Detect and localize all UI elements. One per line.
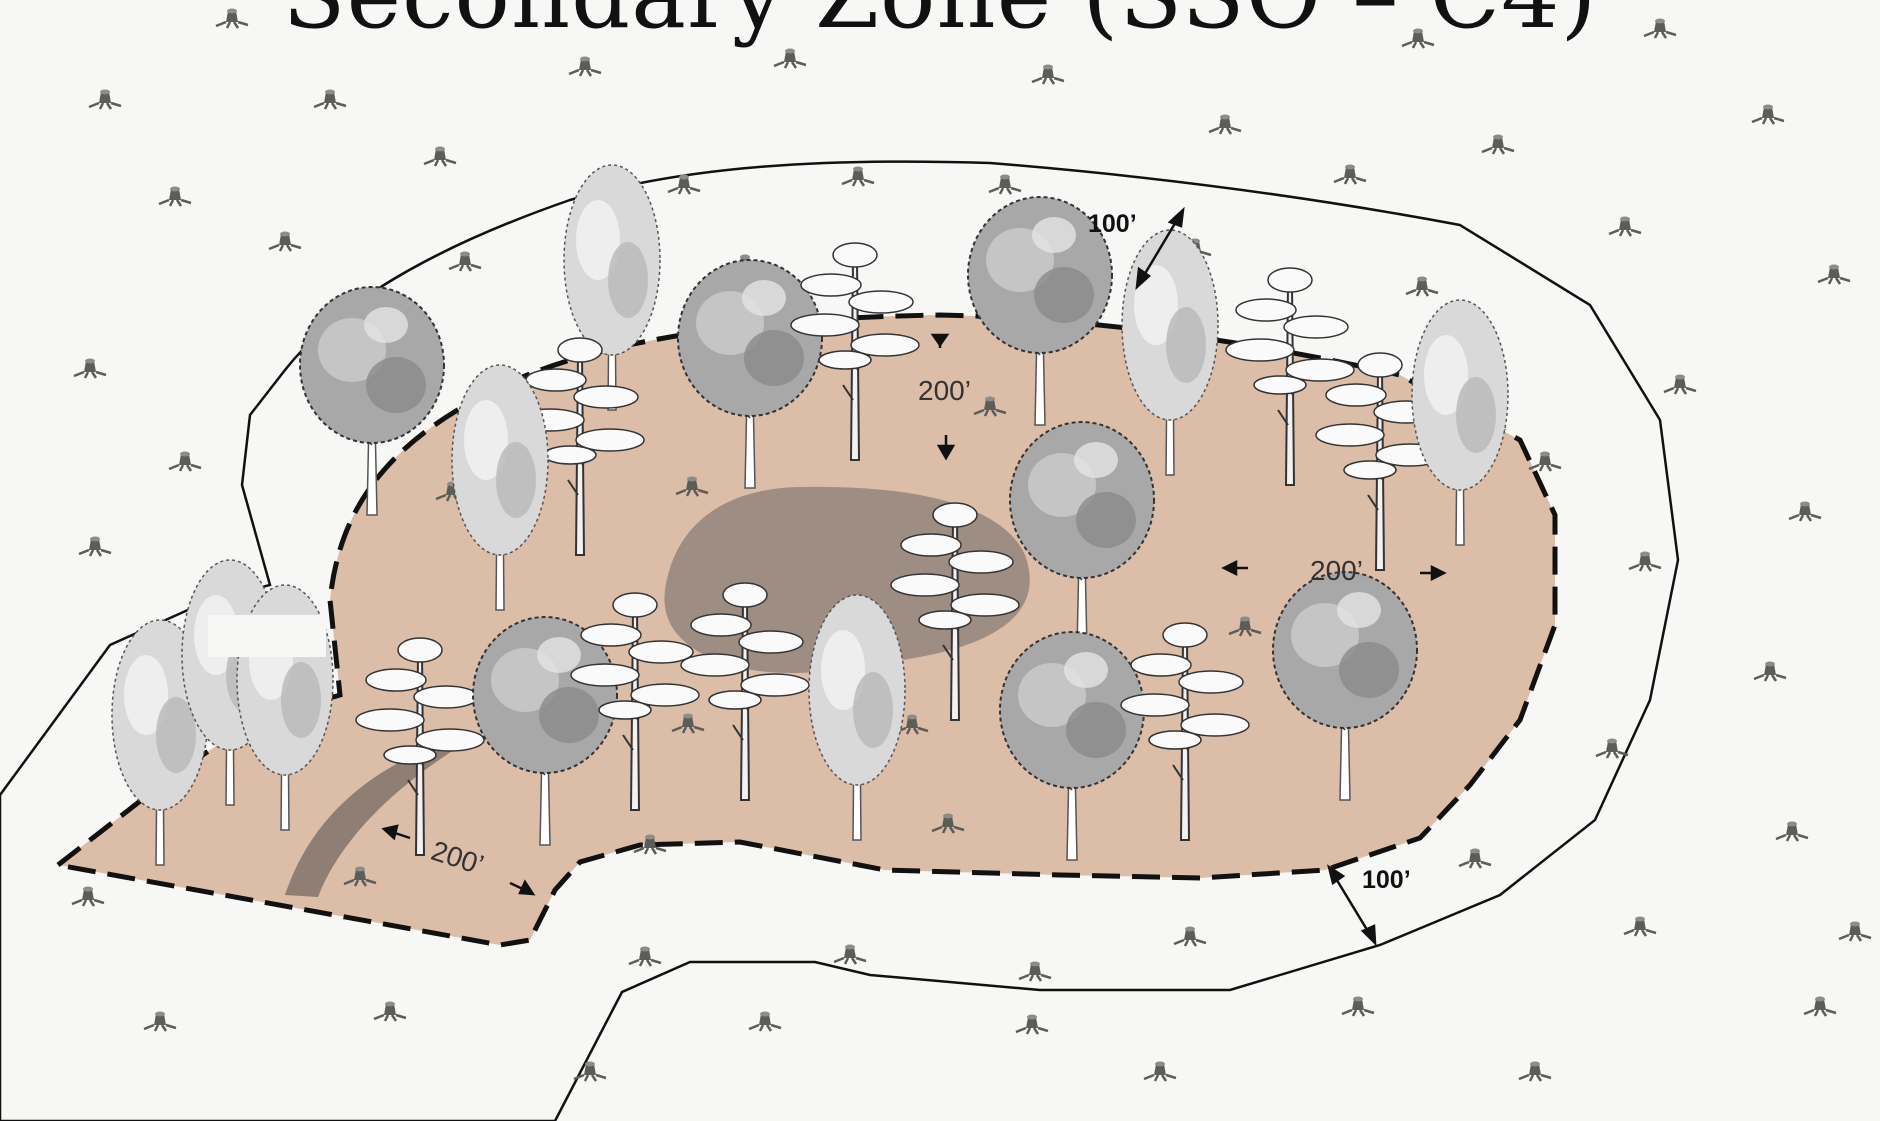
buffer-distance-bottom-label: 100’ [1362, 866, 1411, 894]
inner-distance-top-label: 200’ [918, 375, 971, 406]
buffer-distance-top-label: 100’ [1088, 210, 1137, 238]
inner-distance-right-label: 200’ [1310, 555, 1363, 586]
